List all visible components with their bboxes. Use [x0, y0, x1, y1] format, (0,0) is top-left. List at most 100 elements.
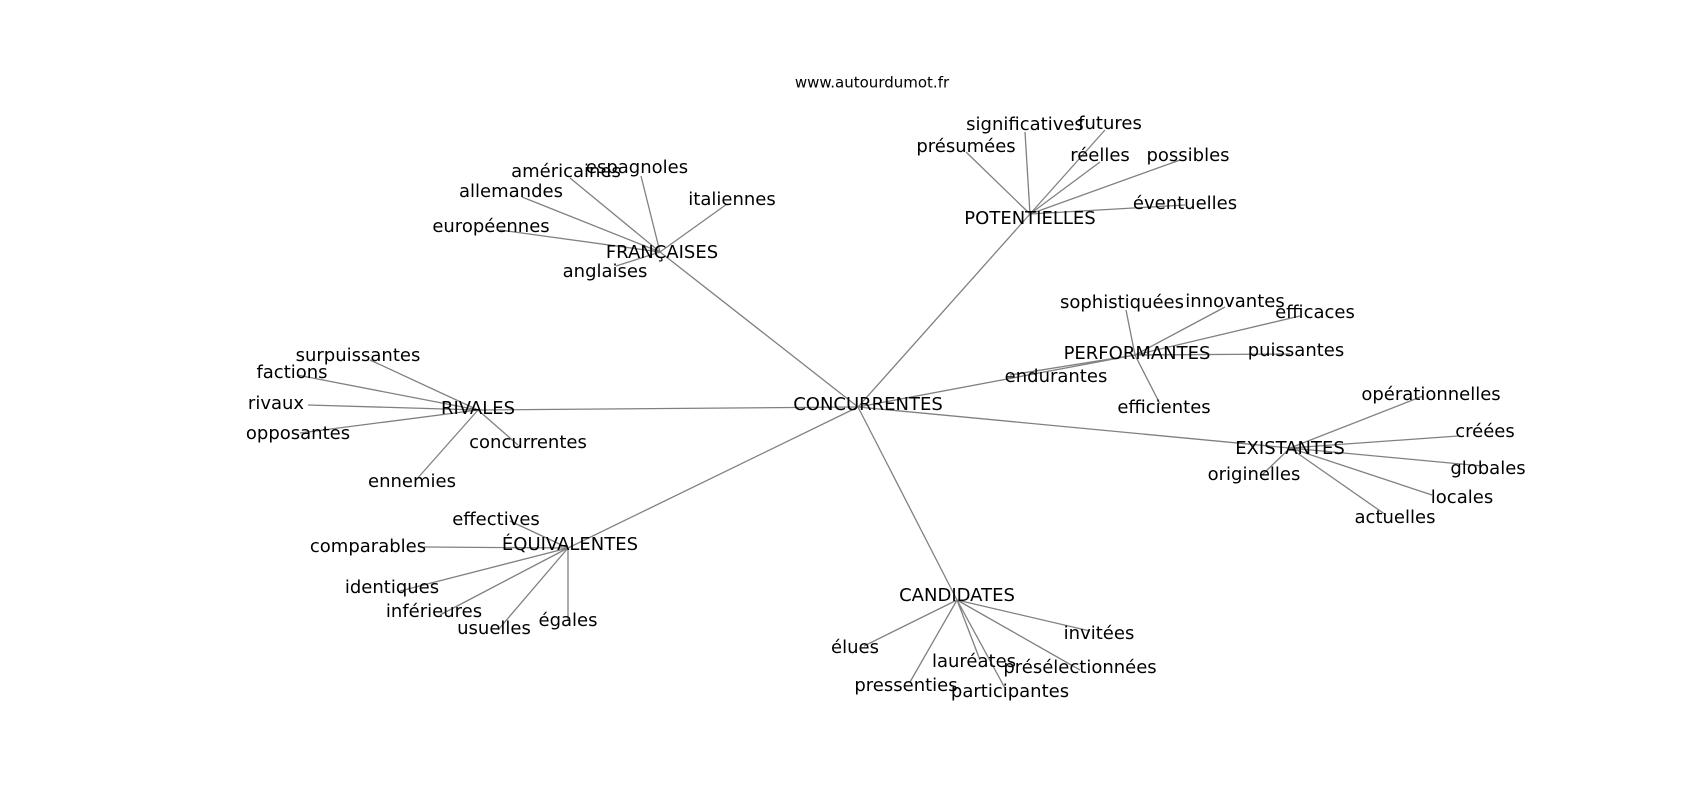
edge-center-performantes — [857, 354, 1136, 408]
leaf-node-inferieures: inférieures — [386, 601, 482, 622]
edge-existantes-originelles — [1261, 447, 1291, 476]
edge-center-francaises — [659, 251, 859, 408]
edge-rivales-concurrentes — [477, 409, 519, 446]
edge-equivalentes-inferieures — [439, 547, 569, 616]
leaf-node-effectives: effectives — [452, 509, 540, 530]
leaf-node-invitees: invitées — [1064, 623, 1135, 644]
edge-francaises-italiennes — [659, 203, 728, 253]
edge-francaises-europeennes — [499, 229, 661, 253]
hub-node-rivales: RIVALES — [441, 398, 515, 419]
edge-equivalentes-usuelles — [497, 547, 569, 631]
leaf-node-eventuelles: éventuelles — [1133, 193, 1237, 214]
edge-equivalentes-effectives — [509, 520, 569, 549]
leaf-node-factions: factions — [256, 362, 327, 383]
edge-rivales-ennemies — [415, 409, 479, 481]
leaf-node-concurrentes: concurrentes — [469, 432, 587, 453]
edge-center-existantes — [857, 406, 1291, 449]
hub-node-potentielles: POTENTIELLES — [964, 208, 1095, 229]
leaf-node-usuelles: usuelles — [457, 618, 531, 639]
edge-performantes-efficaces — [1134, 315, 1301, 356]
edge-equivalentes-identiques — [399, 547, 569, 592]
leaf-node-creees: créées — [1455, 421, 1515, 442]
edge-performantes-endurantes — [1009, 354, 1136, 376]
graph-edges — [296, 129, 1483, 691]
leaf-node-sophistiquees: sophistiquées — [1060, 292, 1184, 313]
leaf-node-elues: élues — [831, 637, 879, 658]
leaf-node-surpuissantes: surpuissantes — [296, 345, 421, 366]
leaf-node-italiennes: italiennes — [688, 189, 775, 210]
edge-potentielles-reelles — [1029, 161, 1101, 215]
hub-node-francaises: FRANÇAISES — [606, 242, 718, 263]
leaf-node-comparables: comparables — [310, 536, 426, 557]
edge-potentielles-possibles — [1029, 159, 1181, 215]
leaf-node-identiques: identiques — [345, 577, 439, 598]
center-node-label: CONCURRENTES — [793, 394, 943, 415]
edge-performantes-innovantes — [1134, 306, 1226, 356]
edge-potentielles-futures — [1029, 129, 1106, 215]
leaf-node-actuelles: actuelles — [1355, 507, 1436, 528]
edge-existantes-actuelles — [1289, 447, 1387, 516]
edge-center-candidates — [857, 406, 958, 601]
leaf-node-opposantes: opposantes — [246, 423, 350, 444]
leaf-node-locales: locales — [1431, 487, 1493, 508]
leaf-node-europeennes: européennes — [432, 216, 549, 237]
edge-equivalentes-comparables — [423, 546, 569, 549]
leaf-node-futures: futures — [1078, 113, 1142, 134]
edge-candidates-invitees — [956, 599, 1091, 632]
leaf-node-americaines: américaines — [511, 161, 621, 182]
edge-performantes-efficientes — [1134, 354, 1161, 405]
hub-node-performantes: PERFORMANTES — [1064, 343, 1211, 364]
edge-candidates-participantes — [956, 599, 1007, 691]
hub-node-candidates: CANDIDATES — [899, 585, 1015, 606]
edge-candidates-preselectionnees — [956, 599, 1081, 671]
edge-francaises-espagnoles — [640, 175, 661, 253]
edge-rivales-factions — [296, 374, 479, 411]
leaf-node-efficaces: efficaces — [1275, 302, 1355, 323]
leaf-node-egales: égales — [539, 610, 598, 631]
edge-candidates-pressenties — [909, 599, 958, 683]
edge-center-rivales — [477, 406, 859, 411]
leaf-node-participantes: participantes — [951, 681, 1069, 702]
leaf-node-laureates: lauréates — [932, 651, 1016, 672]
leaf-node-presumees: présumées — [916, 136, 1015, 157]
leaf-node-allemandes: allemandes — [459, 181, 563, 202]
leaf-node-anglaises: anglaises — [563, 261, 648, 282]
leaf-node-globales: globales — [1450, 458, 1525, 479]
edge-francaises-americaines — [569, 177, 661, 253]
leaf-node-operationnelles: opérationnelles — [1361, 384, 1500, 405]
edge-existantes-creees — [1289, 435, 1459, 449]
edge-existantes-locales — [1289, 447, 1433, 496]
edge-rivales-surpuissantes — [369, 359, 479, 411]
edge-potentielles-presumees — [965, 151, 1031, 215]
leaf-node-puissantes: puissantes — [1248, 340, 1345, 361]
leaf-node-originelles: originelles — [1208, 464, 1301, 485]
edge-existantes-operationnelles — [1289, 395, 1424, 449]
source-url: www.autourdumot.fr — [795, 74, 950, 92]
edge-center-potentielles — [857, 213, 1031, 408]
edge-rivales-opposantes — [299, 409, 479, 434]
edge-existantes-globales — [1289, 447, 1483, 467]
edge-candidates-laureates — [956, 599, 981, 661]
hub-node-equivalentes: ÉQUIVALENTES — [502, 533, 638, 555]
edge-performantes-sophistiquees — [1125, 309, 1136, 356]
leaf-node-pressenties: pressenties — [854, 675, 957, 696]
leaf-node-innovantes: innovantes — [1185, 291, 1284, 312]
leaf-node-endurantes: endurantes — [1005, 366, 1108, 387]
leaf-node-efficientes: efficientes — [1117, 397, 1210, 418]
edge-francaises-allemandes — [521, 196, 661, 253]
leaf-node-preselectionnees: présélectionnées — [1003, 657, 1156, 678]
edge-potentielles-eventuelles — [1029, 204, 1186, 215]
leaf-node-significatives: significatives — [966, 114, 1084, 135]
edge-potentielles-significatives — [1024, 131, 1031, 215]
hub-node-existantes: EXISTANTES — [1235, 438, 1345, 459]
edge-rivales-rivaux — [307, 404, 479, 411]
graph-labels: www.autourdumot.fr CONCURRENTES POTENTIEL… — [246, 74, 1526, 703]
leaf-node-rivaux: rivaux — [248, 393, 304, 414]
edge-performantes-puissantes — [1134, 353, 1291, 356]
leaf-node-ennemies: ennemies — [368, 471, 456, 492]
leaf-node-espagnoles: espagnoles — [586, 157, 688, 178]
edge-center-equivalentes — [567, 406, 859, 549]
edge-francaises-anglaises — [615, 251, 661, 267]
leaf-node-possibles: possibles — [1146, 145, 1229, 166]
